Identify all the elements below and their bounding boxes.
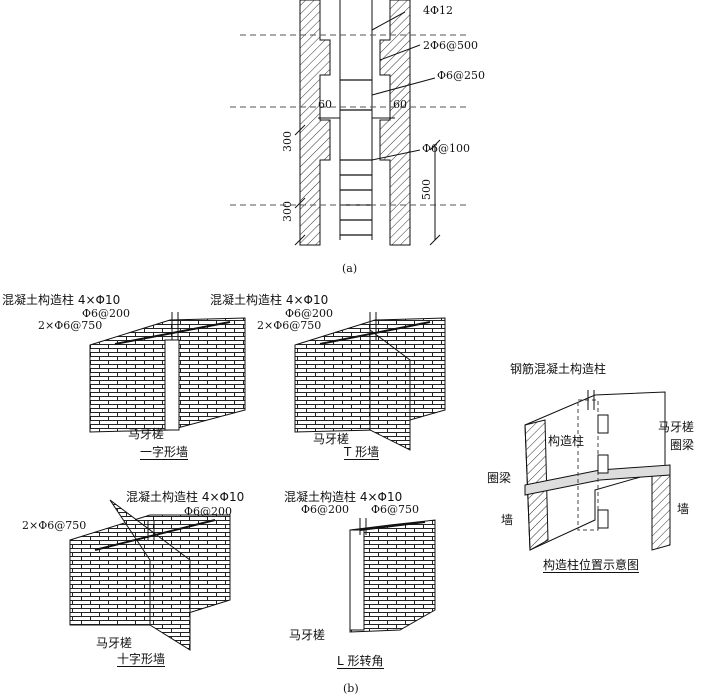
straight-wall-title: 混凝土构造柱 4×Φ10 (2, 293, 121, 307)
ring-beam-left-label: 圈梁 (487, 471, 512, 485)
cross-wall-stirrup: Φ6@200 (184, 505, 233, 518)
caption-b: (b) (343, 682, 359, 695)
stirrup-spacing-label: Φ6@250 (437, 69, 486, 82)
l-corner-tie: Φ6@750 (371, 503, 420, 516)
dim-500: 500 (420, 179, 433, 200)
l-corner-drawing (349, 518, 436, 633)
rebar-longitudinal-label: 4Φ12 (423, 4, 454, 17)
cross-wall-tie: 2×Φ6@750 (22, 519, 87, 532)
rebar-tie-label: 2Φ6@500 (423, 39, 479, 52)
dim-300-upper: 300 (281, 131, 294, 152)
column-label: 构造柱 (548, 434, 585, 448)
wall-right-label: 墙 (677, 502, 690, 516)
l-corner-caption: L 形转角 (337, 654, 384, 669)
t-wall-drawing (294, 312, 446, 451)
t-wall-caption: T 形墙 (344, 445, 380, 460)
wall-left-label: 墙 (501, 513, 514, 527)
l-corner-title: 混凝土构造柱 4×Φ10 (284, 490, 403, 504)
cross-wall-caption: 十字形墙 (117, 652, 166, 667)
position-caption: 构造柱位置示意图 (543, 558, 640, 573)
l-corner-stirrup: Φ6@200 (301, 503, 350, 516)
position-toothing-label: 马牙槎 (658, 420, 695, 434)
dim-300-lower: 300 (281, 201, 294, 222)
t-wall-toothing: 马牙槎 (313, 432, 350, 446)
cross-wall-drawing (69, 499, 231, 651)
setback-left-label: 60 (318, 98, 332, 111)
ring-beam-right-label: 圈梁 (670, 438, 695, 452)
l-corner-toothing: 马牙槎 (289, 628, 326, 642)
straight-wall-caption: 一字形墙 (140, 445, 189, 460)
t-wall-tie: 2×Φ6@750 (257, 319, 322, 332)
straight-wall-tie: 2×Φ6@750 (38, 319, 103, 332)
column-section-drawing (230, 0, 470, 246)
straight-wall-toothing: 马牙槎 (128, 427, 165, 441)
setback-right-label: 60 (393, 98, 407, 111)
dense-stirrup-label: Φ6@100 (422, 142, 471, 155)
column-position-diagram (524, 390, 671, 551)
t-wall-stirrup: Φ6@200 (285, 307, 334, 320)
t-wall-title: 混凝土构造柱 4×Φ10 (210, 293, 329, 307)
cross-wall-toothing: 马牙槎 (96, 636, 133, 650)
rc-column-label: 钢筋混凝土构造柱 (510, 362, 607, 376)
cross-wall-title: 混凝土构造柱 4×Φ10 (126, 490, 245, 504)
straight-wall-drawing (89, 312, 246, 433)
straight-wall-stirrup: Φ6@200 (82, 307, 131, 320)
caption-a: (a) (342, 262, 358, 275)
